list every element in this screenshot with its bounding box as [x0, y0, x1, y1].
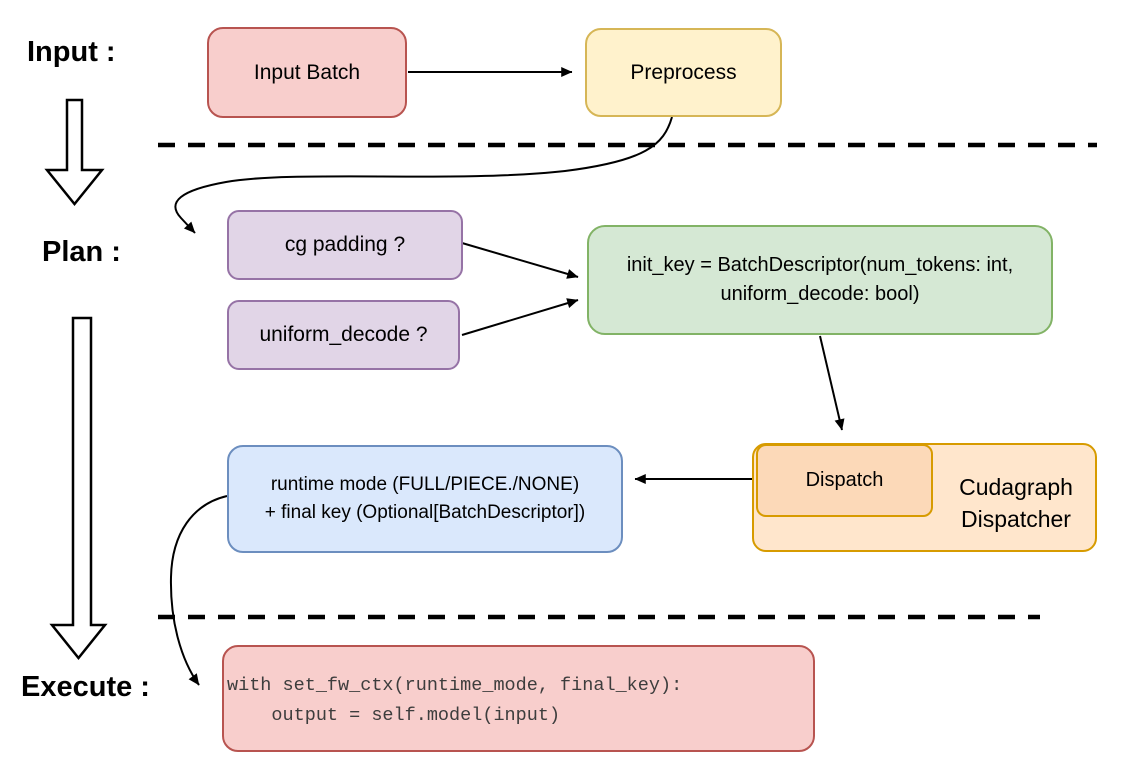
runtime-mode-line1: runtime mode (FULL/PIECE./NONE) — [270, 474, 580, 495]
preprocess-label: Preprocess — [630, 60, 737, 84]
cudagraph-dispatcher-label: Cudagraph Dispatcher — [935, 445, 1097, 550]
node-execute-code: with set_fw_ctx(runtime_mode, final_key)… — [222, 645, 815, 752]
stage-label-execute: Execute : — [21, 671, 150, 703]
cudagraph-dispatcher-line1: Cudagraph — [959, 473, 1073, 500]
node-dispatch: Dispatch — [756, 444, 933, 517]
execute-code-line2: output = self.model(input) — [227, 705, 561, 726]
node-runtime-mode: runtime mode (FULL/PIECE./NONE) + final … — [227, 445, 623, 553]
arrow-uniform-decode-to-init-key — [461, 298, 579, 336]
execute-code-line1: with set_fw_ctx(runtime_mode, final_key)… — [227, 675, 683, 696]
arrow-init-key-to-dispatch — [819, 335, 845, 431]
input-batch-label: Input Batch — [253, 60, 361, 84]
node-preprocess: Preprocess — [585, 28, 782, 117]
stage-label-input: Input : — [27, 36, 116, 68]
dispatch-label: Dispatch — [805, 469, 884, 491]
arrow-cg-padding-to-init-key — [461, 242, 579, 279]
node-uniform-decode: uniform_decode ? — [227, 300, 460, 370]
cg-padding-label: cg padding ? — [284, 233, 406, 256]
node-init-key: init_key = BatchDescriptor(num_tokens: i… — [587, 225, 1053, 335]
stage-label-plan: Plan : — [42, 236, 121, 268]
cudagraph-dispatcher-line2: Dispatcher — [961, 505, 1071, 532]
flow-arrow-plan-to-execute — [49, 316, 108, 660]
uniform-decode-label: uniform_decode ? — [259, 323, 428, 346]
node-cg-padding: cg padding ? — [227, 210, 463, 280]
flow-arrow-input-to-plan — [44, 98, 105, 206]
init-key-line2: uniform_decode: bool) — [720, 283, 920, 305]
runtime-mode-line2: + final key (Optional[BatchDescriptor]) — [264, 502, 586, 523]
arrow-runtime-mode-to-execute-code — [169, 495, 228, 686]
node-input-batch: Input Batch — [207, 27, 407, 118]
init-key-line1: init_key = BatchDescriptor(num_tokens: i… — [626, 254, 1014, 276]
